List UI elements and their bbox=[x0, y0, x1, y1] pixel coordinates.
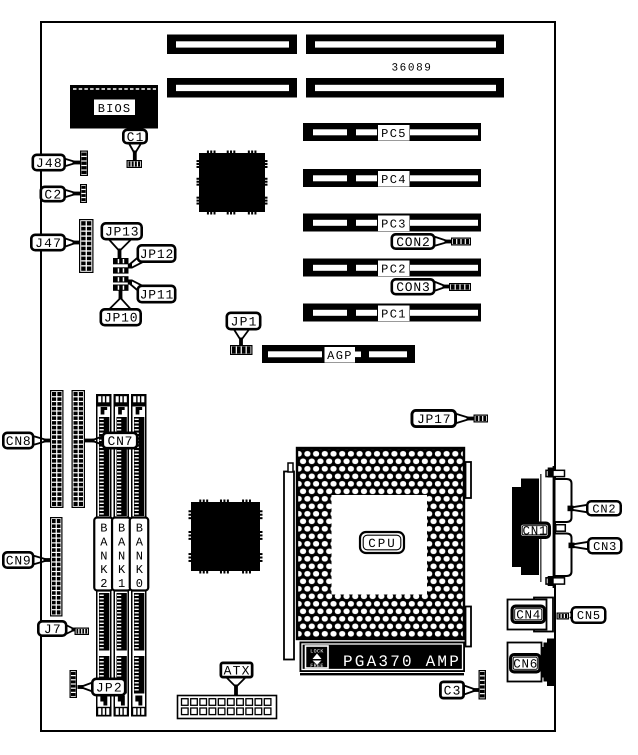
svg-text:B: B bbox=[136, 522, 143, 536]
svg-text:B: B bbox=[118, 522, 125, 536]
svg-text:PC4: PC4 bbox=[381, 173, 407, 187]
svg-text:PC5: PC5 bbox=[381, 127, 407, 141]
svg-text:ATX: ATX bbox=[224, 663, 251, 678]
svg-text:PC1: PC1 bbox=[381, 307, 407, 321]
svg-text:J48: J48 bbox=[36, 156, 63, 171]
svg-text:J47: J47 bbox=[35, 236, 62, 251]
svg-text:K: K bbox=[118, 563, 126, 577]
svg-text:JP10: JP10 bbox=[104, 311, 138, 326]
svg-text:CON2: CON2 bbox=[396, 235, 430, 250]
svg-text:LOCK: LOCK bbox=[310, 649, 324, 655]
svg-text:B: B bbox=[100, 522, 107, 536]
svg-text:N: N bbox=[136, 549, 143, 563]
svg-text:J7: J7 bbox=[44, 622, 62, 637]
svg-text:CN8: CN8 bbox=[6, 434, 32, 449]
svg-text:CN9: CN9 bbox=[6, 553, 32, 568]
svg-text:CN1: CN1 bbox=[522, 525, 547, 539]
svg-text:1: 1 bbox=[118, 577, 125, 591]
svg-text:BIOS: BIOS bbox=[98, 102, 132, 116]
svg-text:PC2: PC2 bbox=[381, 262, 407, 276]
svg-text:36089: 36089 bbox=[391, 63, 432, 75]
svg-text:A: A bbox=[136, 535, 144, 549]
svg-text:FREE: FREE bbox=[310, 663, 324, 669]
svg-text:N: N bbox=[118, 549, 125, 563]
svg-text:CN3: CN3 bbox=[593, 540, 617, 554]
svg-text:CN6: CN6 bbox=[513, 658, 538, 672]
svg-text:CN2: CN2 bbox=[592, 502, 616, 516]
svg-text:PC3: PC3 bbox=[381, 217, 407, 231]
svg-text:CON3: CON3 bbox=[396, 280, 430, 295]
svg-text:JP2: JP2 bbox=[96, 680, 123, 695]
svg-text:CN5: CN5 bbox=[577, 609, 601, 623]
svg-text:A: A bbox=[118, 535, 126, 549]
svg-text:JP12: JP12 bbox=[140, 247, 174, 262]
svg-text:JP1: JP1 bbox=[231, 314, 258, 329]
svg-text:CN4: CN4 bbox=[516, 609, 541, 623]
svg-text:PGA370 AMP: PGA370 AMP bbox=[343, 653, 461, 671]
svg-text:CPU: CPU bbox=[368, 537, 397, 551]
svg-text:JP17: JP17 bbox=[417, 412, 451, 427]
svg-text:C2: C2 bbox=[44, 187, 62, 202]
svg-text:0: 0 bbox=[136, 577, 143, 591]
svg-text:2: 2 bbox=[100, 577, 107, 591]
svg-text:JP11: JP11 bbox=[140, 287, 174, 302]
svg-text:AGP: AGP bbox=[327, 349, 353, 363]
svg-text:A: A bbox=[100, 535, 108, 549]
svg-text:CN7: CN7 bbox=[107, 434, 133, 449]
svg-text:C1: C1 bbox=[127, 130, 145, 145]
svg-text:K: K bbox=[136, 563, 144, 577]
svg-text:C3: C3 bbox=[444, 683, 462, 698]
svg-text:N: N bbox=[100, 549, 107, 563]
svg-text:JP13: JP13 bbox=[105, 225, 139, 240]
svg-text:K: K bbox=[100, 563, 108, 577]
